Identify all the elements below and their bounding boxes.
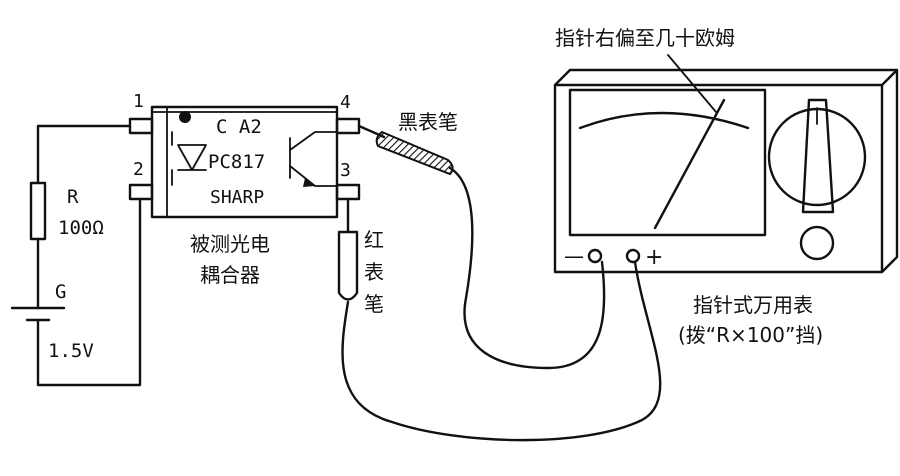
meter-minus-label: — — [564, 244, 584, 268]
annotation-leader-line — [667, 54, 717, 113]
black-probe — [357, 124, 454, 176]
black-probe-cable — [448, 166, 606, 370]
chip-maker: SHARP — [210, 187, 264, 208]
battery-name: G — [55, 281, 66, 303]
red-probe-cable — [341, 260, 662, 442]
red-probe — [337, 197, 359, 301]
pin-3-number: 3 — [340, 160, 351, 181]
pin-2-number: 2 — [133, 159, 144, 180]
meter-minus-jack — [587, 248, 603, 264]
pin-1-lead — [128, 117, 154, 135]
pin-4-lead — [335, 117, 361, 135]
pin-1-marker-dot — [179, 111, 191, 123]
meter-plus-label: + — [645, 245, 663, 270]
optocoupler: C A2 PC817 SHARP — [128, 105, 361, 219]
meter-plus-jack — [625, 248, 641, 264]
input-circuit — [10, 124, 142, 387]
pin-1-number: 1 — [133, 91, 144, 112]
resistor-name: R — [67, 186, 79, 208]
red-probe-label-2: 表 — [364, 260, 384, 284]
resistor-r — [29, 181, 47, 241]
pin-4-number: 4 — [340, 92, 351, 113]
optocoupler-body — [150, 105, 339, 219]
led-icon — [171, 131, 207, 186]
red-probe-label-3: 笔 — [364, 292, 384, 316]
chip-model: PC817 — [208, 151, 265, 173]
range-selector-pointer — [801, 98, 835, 214]
meter-needle — [653, 98, 726, 230]
pin-2-lead — [128, 183, 154, 201]
emitter-arrow-icon — [303, 178, 315, 187]
zero-adjust-knob — [799, 225, 835, 261]
red-probe-handle — [337, 230, 359, 301]
multimeter: — + — [553, 68, 899, 274]
optocoupler-caption-line2: 耦合器 — [200, 263, 260, 287]
meter-dial-window — [568, 88, 767, 237]
chip-code: C A2 — [216, 116, 262, 138]
pointer-annotation: 指针右偏至几十欧姆 — [555, 26, 735, 50]
red-probe-label-1: 红 — [364, 228, 384, 252]
resistor-value: 100Ω — [58, 217, 104, 239]
wire-battery-to-pin2 — [36, 197, 142, 387]
meter-caption-line1: 指针式万用表 — [693, 293, 813, 317]
wire-pin1-to-resistor — [36, 124, 132, 185]
meter-scale-arc — [578, 111, 750, 130]
optocoupler-caption-line1: 被测光电 — [190, 232, 270, 256]
phototransistor-icon — [289, 131, 338, 187]
meter-case — [553, 68, 899, 274]
pin-3-lead — [335, 183, 361, 201]
meter-caption-line2: (拨“R×100”挡) — [678, 323, 823, 347]
battery-value: 1.5V — [48, 340, 94, 362]
black-probe-label: 黑表笔 — [398, 110, 458, 134]
black-probe-handle — [375, 130, 454, 176]
